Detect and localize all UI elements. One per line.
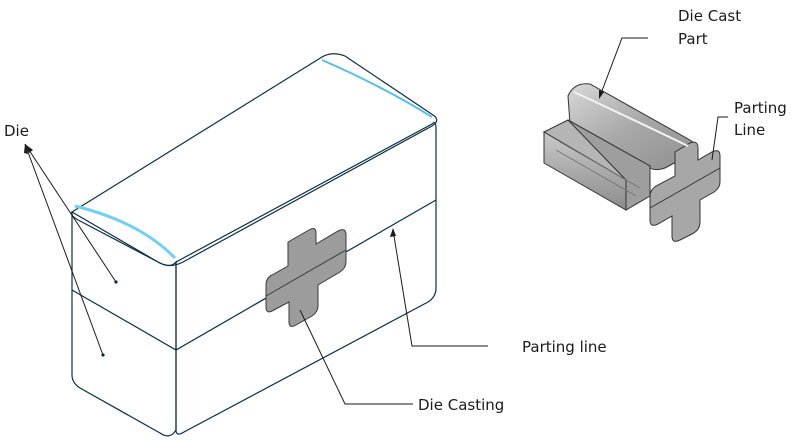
die-label: Die xyxy=(4,122,29,140)
die-parting-line xyxy=(71,199,437,351)
die-leader-arrow-b xyxy=(24,144,28,154)
part-groove xyxy=(555,141,641,197)
part-highlight xyxy=(573,91,689,147)
part-parting-leader xyxy=(711,116,728,161)
die-casting-leader xyxy=(299,309,413,405)
die-cast-part-leader xyxy=(599,37,648,97)
part-main-body xyxy=(567,119,651,211)
part-end-cross xyxy=(649,141,721,242)
die-casting-cross xyxy=(265,228,347,327)
die-casting-cross-parting xyxy=(265,249,347,297)
die-top-face xyxy=(71,53,438,267)
die-top-highlight xyxy=(74,204,177,260)
parting-line-arrow xyxy=(390,228,396,237)
die-casting-label: Die Casting xyxy=(418,396,504,414)
part-end-parting xyxy=(649,167,721,209)
part-parting-label-line2: Line xyxy=(734,121,765,139)
die-cast-part-label-line1: Die Cast xyxy=(678,7,741,25)
die-top-highlight-right xyxy=(321,59,433,118)
die-front-face xyxy=(71,210,177,437)
part-parting-label-line1: Parting xyxy=(734,99,787,117)
parting-line-label: Parting line xyxy=(522,338,607,356)
parting-line-leader xyxy=(392,229,488,347)
die-leader-lower xyxy=(24,143,104,356)
die-leader-upper xyxy=(24,143,117,283)
die-block xyxy=(71,53,438,437)
die-cast-part-label-line2: Part xyxy=(678,30,708,48)
die-side-face xyxy=(175,122,437,435)
die-leader-arrow-a xyxy=(25,144,33,153)
die-cast-part xyxy=(542,83,721,242)
die-cast-part-arrow xyxy=(599,90,604,99)
